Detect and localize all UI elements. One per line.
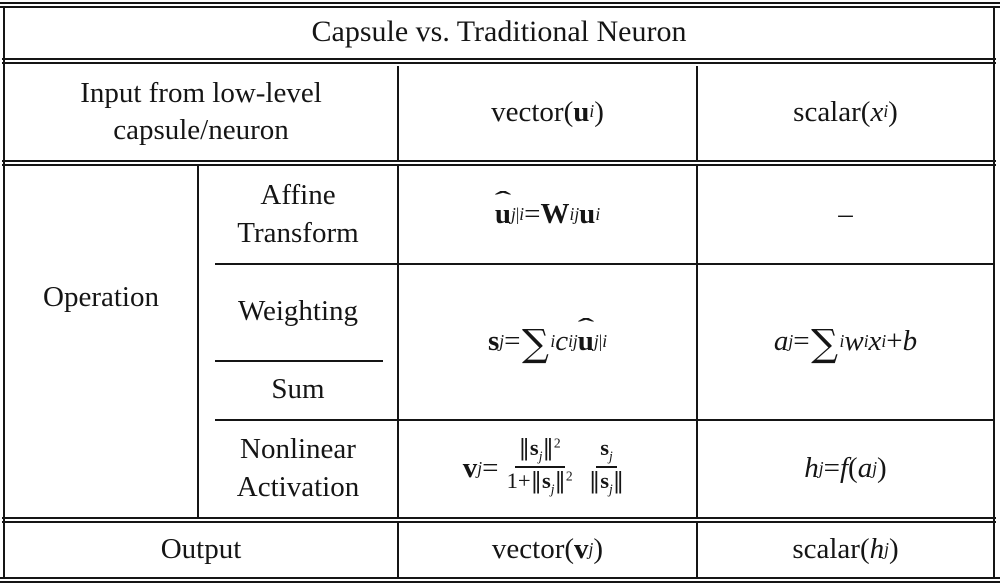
table-title: Capsule vs. Traditional Neuron: [311, 15, 687, 49]
title-rule-2: [2, 62, 996, 64]
input-rule-1: [2, 160, 996, 162]
operation-label: Operation: [43, 281, 159, 314]
title-rule-1: [2, 58, 996, 60]
top-rule-inner: [0, 5, 1000, 8]
col2-divider-operation: [397, 166, 399, 517]
affine-neuron-dash: –: [838, 198, 853, 230]
affine-transform-label: Affine Transform: [237, 179, 359, 249]
right-border-rule: [993, 7, 995, 577]
col2-divider-output: [397, 523, 399, 577]
weighting-label: Weighting: [237, 295, 359, 328]
cline-below-weighting: [215, 360, 383, 362]
col2-divider-input: [397, 66, 399, 160]
top-rule-outer: [0, 2, 1000, 4]
bottom-rule-outer: [0, 581, 1000, 583]
output-row-label: Output: [160, 532, 242, 565]
nonlinear-rule-2: [2, 521, 996, 523]
col3-divider-output: [696, 523, 698, 577]
nonlinear-rule-1: [2, 517, 996, 519]
cline-below-sum: [215, 419, 995, 421]
sum-label: Sum: [271, 373, 325, 406]
nonlinear-activation-label: Nonlinear Activation: [236, 433, 360, 503]
input-row-label: Input from low-level capsule/neuron: [80, 76, 322, 146]
bottom-rule-inner: [0, 577, 1000, 579]
col3-divider-operation: [696, 166, 698, 517]
cline-below-affine: [215, 263, 995, 265]
left-border-rule: [3, 7, 5, 577]
col3-divider-input: [696, 66, 698, 160]
input-rule-2: [2, 164, 996, 166]
operation-divider-rule: [197, 166, 199, 517]
